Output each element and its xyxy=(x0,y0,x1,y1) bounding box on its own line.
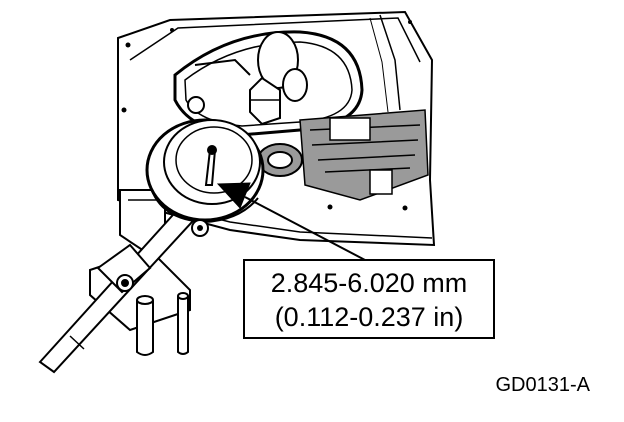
rod-clamp xyxy=(96,243,152,294)
measurement-callout: 2.845-6.020 mm (0.112-0.237 in) xyxy=(243,259,495,339)
servo-components xyxy=(194,31,308,177)
case-bolt-holes xyxy=(121,20,412,211)
measurement-mm-label: 2.845-6.020 mm xyxy=(270,268,468,298)
indicator-posts xyxy=(136,292,189,356)
valve-body-detail xyxy=(299,14,429,201)
measurement-leader xyxy=(216,182,366,261)
figure-code-label: GD0131-A xyxy=(495,374,591,396)
dial-pointer xyxy=(204,145,217,186)
measurement-in-label: (0.112-0.237 in) xyxy=(274,302,464,332)
